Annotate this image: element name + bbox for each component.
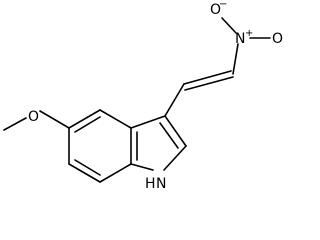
bond-c3a-c3	[130, 115, 166, 129]
bond-n1-c7a	[130, 163, 154, 171]
atom-o-top: O	[210, 2, 221, 18]
bond-ring-3	[68, 163, 101, 183]
bond-vinyl-nitro	[232, 43, 239, 75]
charge-o-minus: −	[219, 0, 227, 10]
atom-o-nitro-lower: O	[272, 31, 283, 47]
bond-o-methyl	[3, 117, 27, 131]
atom-h-indole: H	[145, 176, 156, 192]
bond-c3-vinyl	[164, 83, 185, 117]
atom-n-indole: N	[156, 176, 166, 192]
molecule-diagram: O − N + O O N H	[3, 0, 283, 192]
bond-n-o-top	[221, 17, 237, 34]
structure-canvas: O − N + O O N H	[3, 0, 284, 192]
bond-ring-o-methoxy	[39, 110, 70, 129]
bond-ring-5	[68, 109, 101, 129]
bond-c2-n1	[163, 145, 187, 171]
bond-ring-5-inner	[74, 116, 101, 133]
bond-vinyl-double-2	[184, 76, 234, 91]
atom-o-methoxy: O	[28, 109, 39, 125]
bond-ring-2	[99, 163, 132, 183]
bond-c3-c2	[164, 115, 187, 147]
bond-ring-6	[99, 109, 132, 129]
atom-n-nitro: N	[235, 31, 245, 47]
bond-c3-c2-inner	[159, 122, 179, 149]
bond-ring-3-inner	[74, 159, 101, 176]
charge-n-plus: +	[245, 28, 253, 39]
bond-vinyl-double-1	[183, 70, 232, 85]
